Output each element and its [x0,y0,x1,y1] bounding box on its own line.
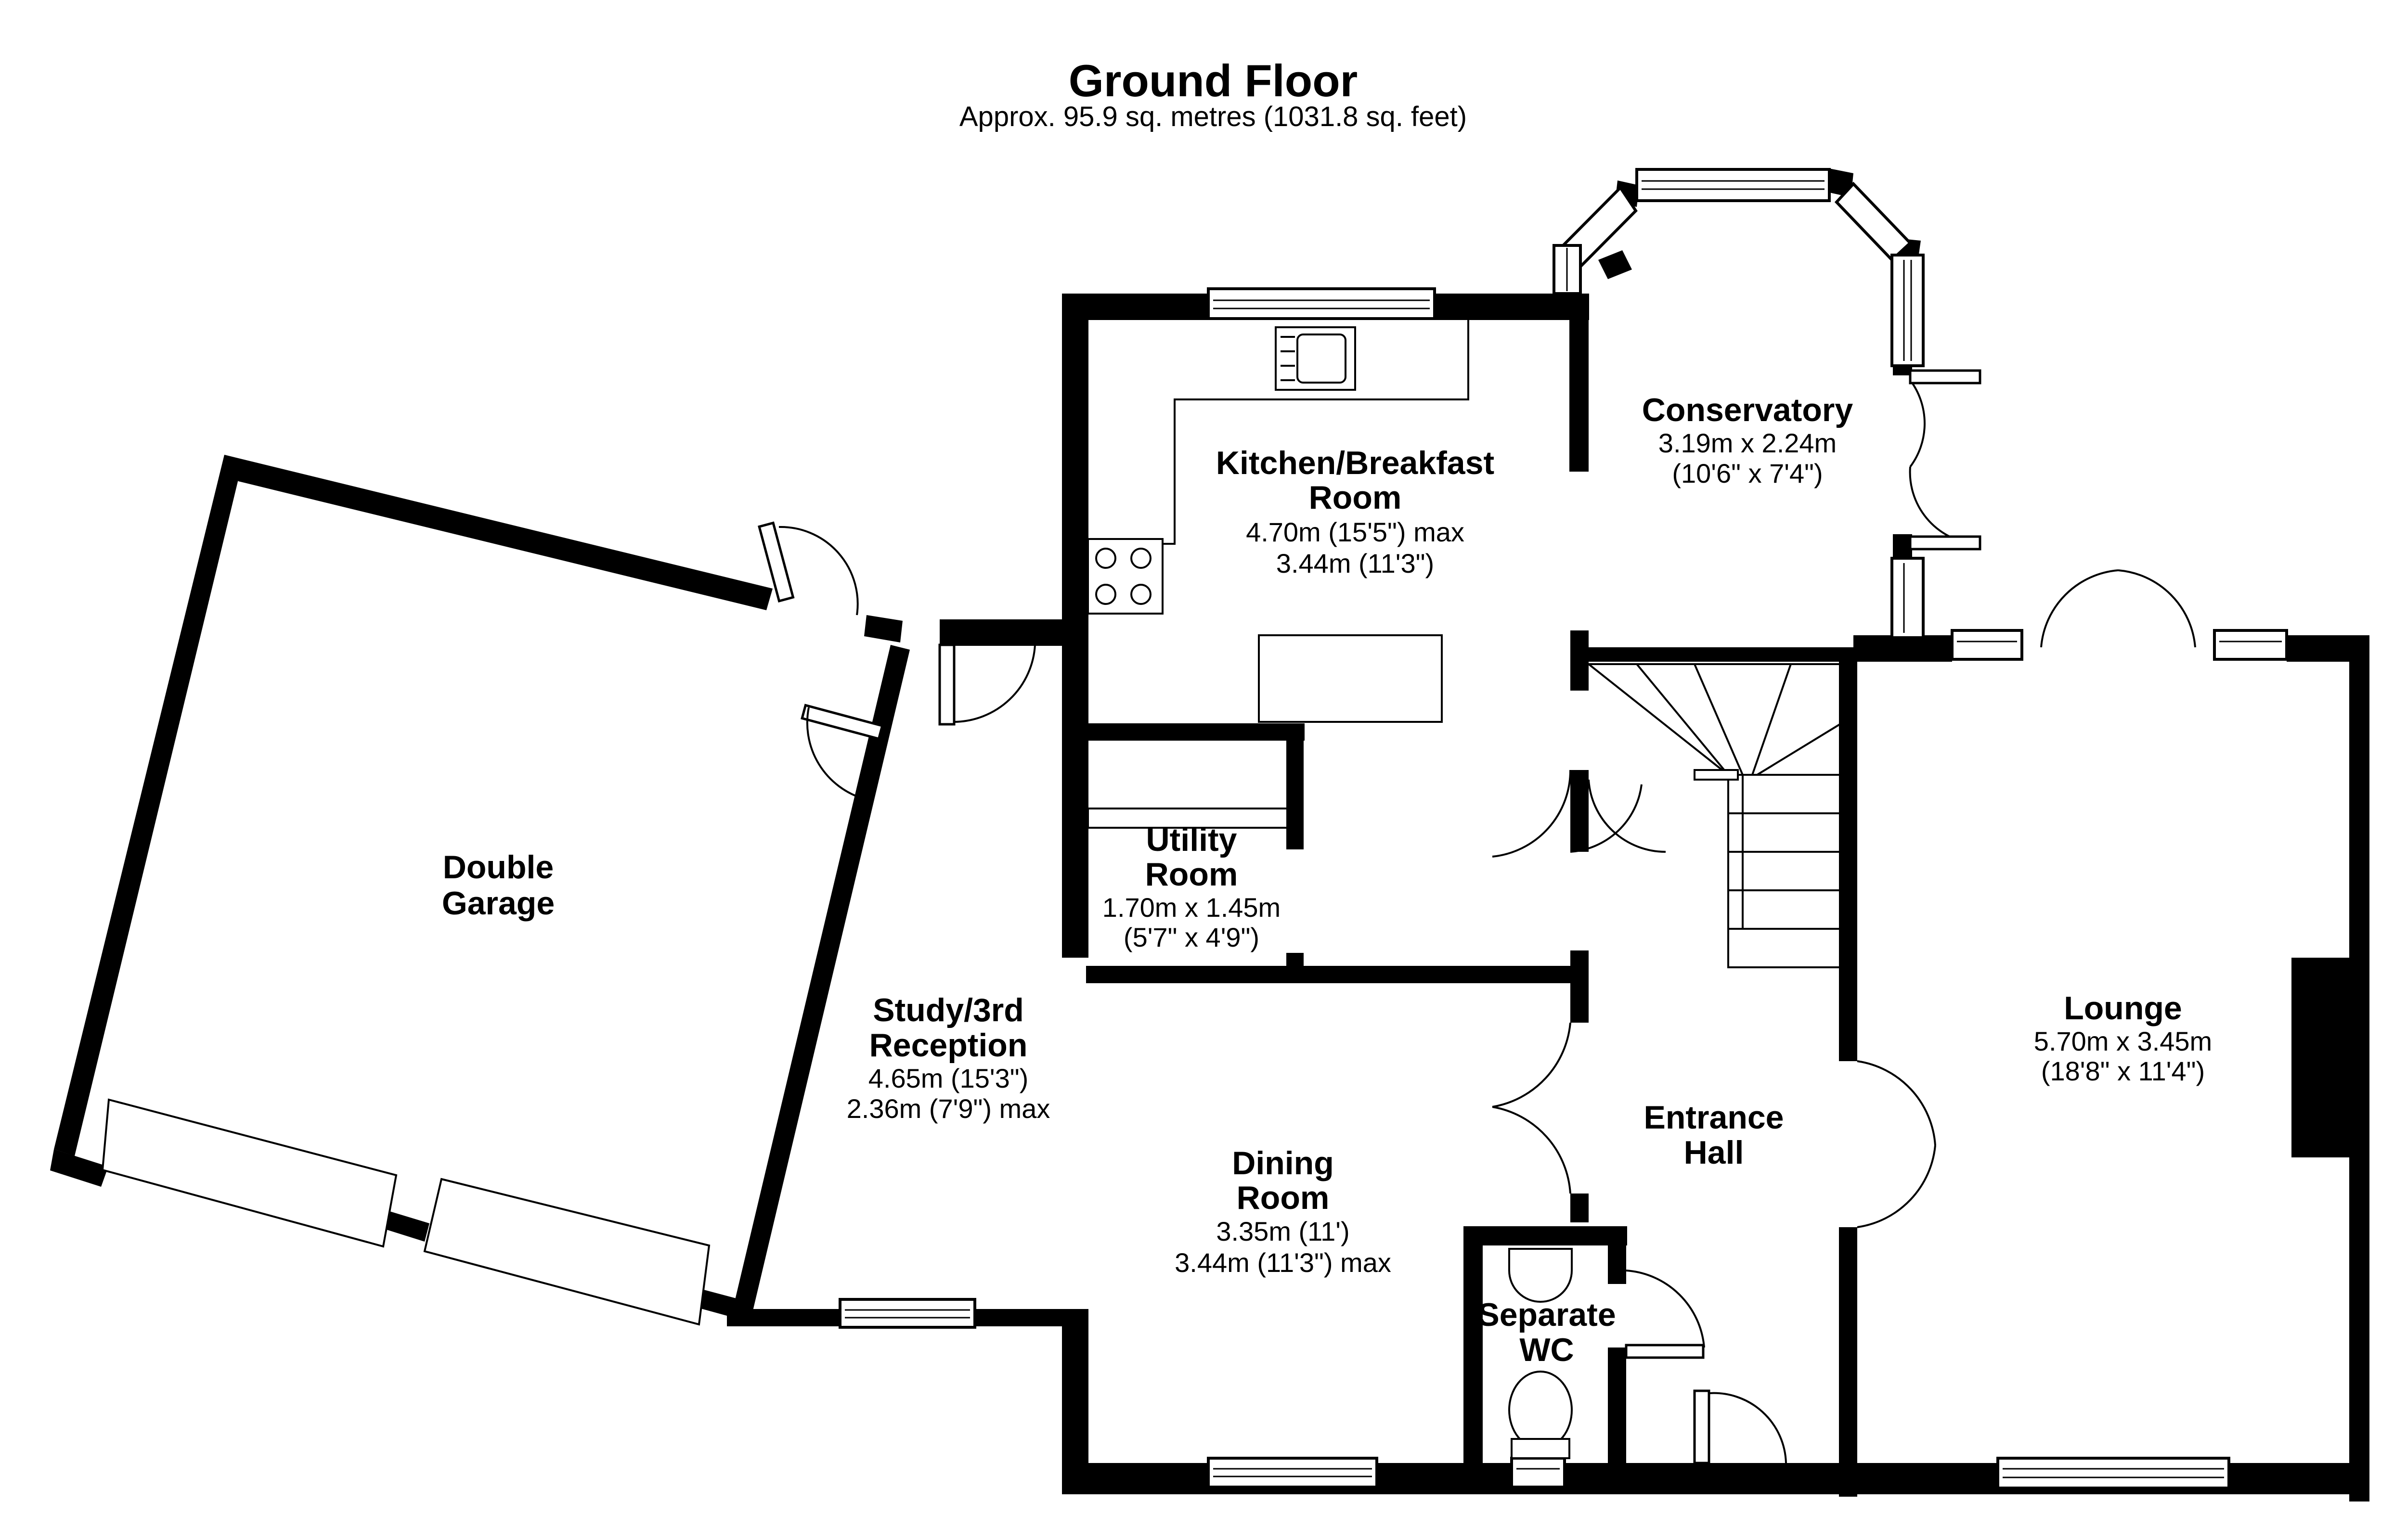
room-label-dining: Dining Room 3.35m (11') 3.44m (11'3") ma… [1175,1145,1391,1278]
room-name: Hall [1684,1134,1744,1171]
lounge-window-south [1996,1457,2230,1489]
room-dimension: 1.70m x 1.45m [1102,892,1281,923]
staircase [1588,663,1854,968]
plan-title: Ground Floor [1069,55,1358,106]
room-name: Separate [1477,1296,1616,1333]
room-dimension: 3.19m x 2.24m [1658,428,1837,458]
room-dimension: 3.44m (11'3") [1276,548,1434,578]
windows [839,287,2288,1489]
garage-structure [50,455,910,1326]
conservatory-window-east-low [1890,557,1925,639]
room-name: Conservatory [1642,392,1853,428]
conservatory-window-top [1635,168,1831,202]
wc-fixtures [1508,1248,1573,1459]
room-name: Room [1237,1180,1330,1216]
kitchen-window [1207,287,1436,320]
kitchen-fixtures [1087,320,1469,829]
room-dimension: (5'7" x 4'9") [1124,922,1259,952]
room-dimension: 3.35m (11') [1216,1216,1349,1246]
room-label-conservatory: Conservatory 3.19m x 2.24m (10'6" x 7'4"… [1642,392,1853,488]
room-name: Kitchen/Breakfast [1216,445,1494,481]
dining-window [1207,1457,1378,1489]
room-name: WC [1519,1332,1574,1368]
doors [758,369,2196,1464]
room-dimension: 3.44m (11'3") max [1175,1247,1391,1278]
garage-door-left [101,1098,398,1248]
wc-window [1510,1457,1566,1489]
room-label-utility: Utility Room 1.70m x 1.45m (5'7" x 4'9") [1102,821,1281,952]
conservatory-frame [1553,168,1925,645]
kitchen-island [1258,634,1443,723]
room-dimension: (10'6" x 7'4") [1672,458,1823,488]
room-label-hall: Entrance Hall [1644,1099,1784,1171]
room-dimension: 5.70m x 3.45m [2034,1026,2212,1056]
room-label-garage: Double Garage [442,849,555,922]
garage-door-right [423,1178,711,1326]
conservatory-window-right [1834,181,1913,262]
room-dimension: 2.36m (7'9") max [847,1093,1050,1124]
lounge-window-north-right [2213,629,2288,661]
room-label-wc: Separate WC [1477,1296,1616,1368]
room-label-kitchen: Kitchen/Breakfast Room 4.70m (15'5") max… [1216,445,1494,578]
room-dimension: 4.65m (15'3") [868,1063,1029,1093]
room-dimension: 4.70m (15'5") max [1246,517,1464,547]
room-dimension: (18'8" x 11'4") [2041,1056,2205,1086]
study-window [839,1298,976,1329]
room-name: Dining [1232,1145,1334,1181]
room-name: Lounge [2064,990,2182,1027]
room-name: Room [1145,856,1238,893]
room-name: Double [443,849,554,886]
room-name: Reception [869,1027,1028,1064]
room-label-study: Study/3rd Reception 4.65m (15'3") 2.36m … [847,992,1050,1124]
lounge-window-north-left [1951,629,2023,661]
room-name: Study/3rd [873,992,1024,1028]
room-name: Garage [442,885,555,922]
room-name: Room [1309,479,1402,516]
room-name: Entrance [1644,1099,1784,1136]
room-name: Utility [1146,821,1237,858]
conservatory-window-east [1890,254,1925,367]
room-label-lounge: Lounge 5.70m x 3.45m (18'8" x 11'4") [2034,990,2212,1086]
plan-subtitle: Approx. 95.9 sq. metres (1031.8 sq. feet… [959,101,1467,132]
